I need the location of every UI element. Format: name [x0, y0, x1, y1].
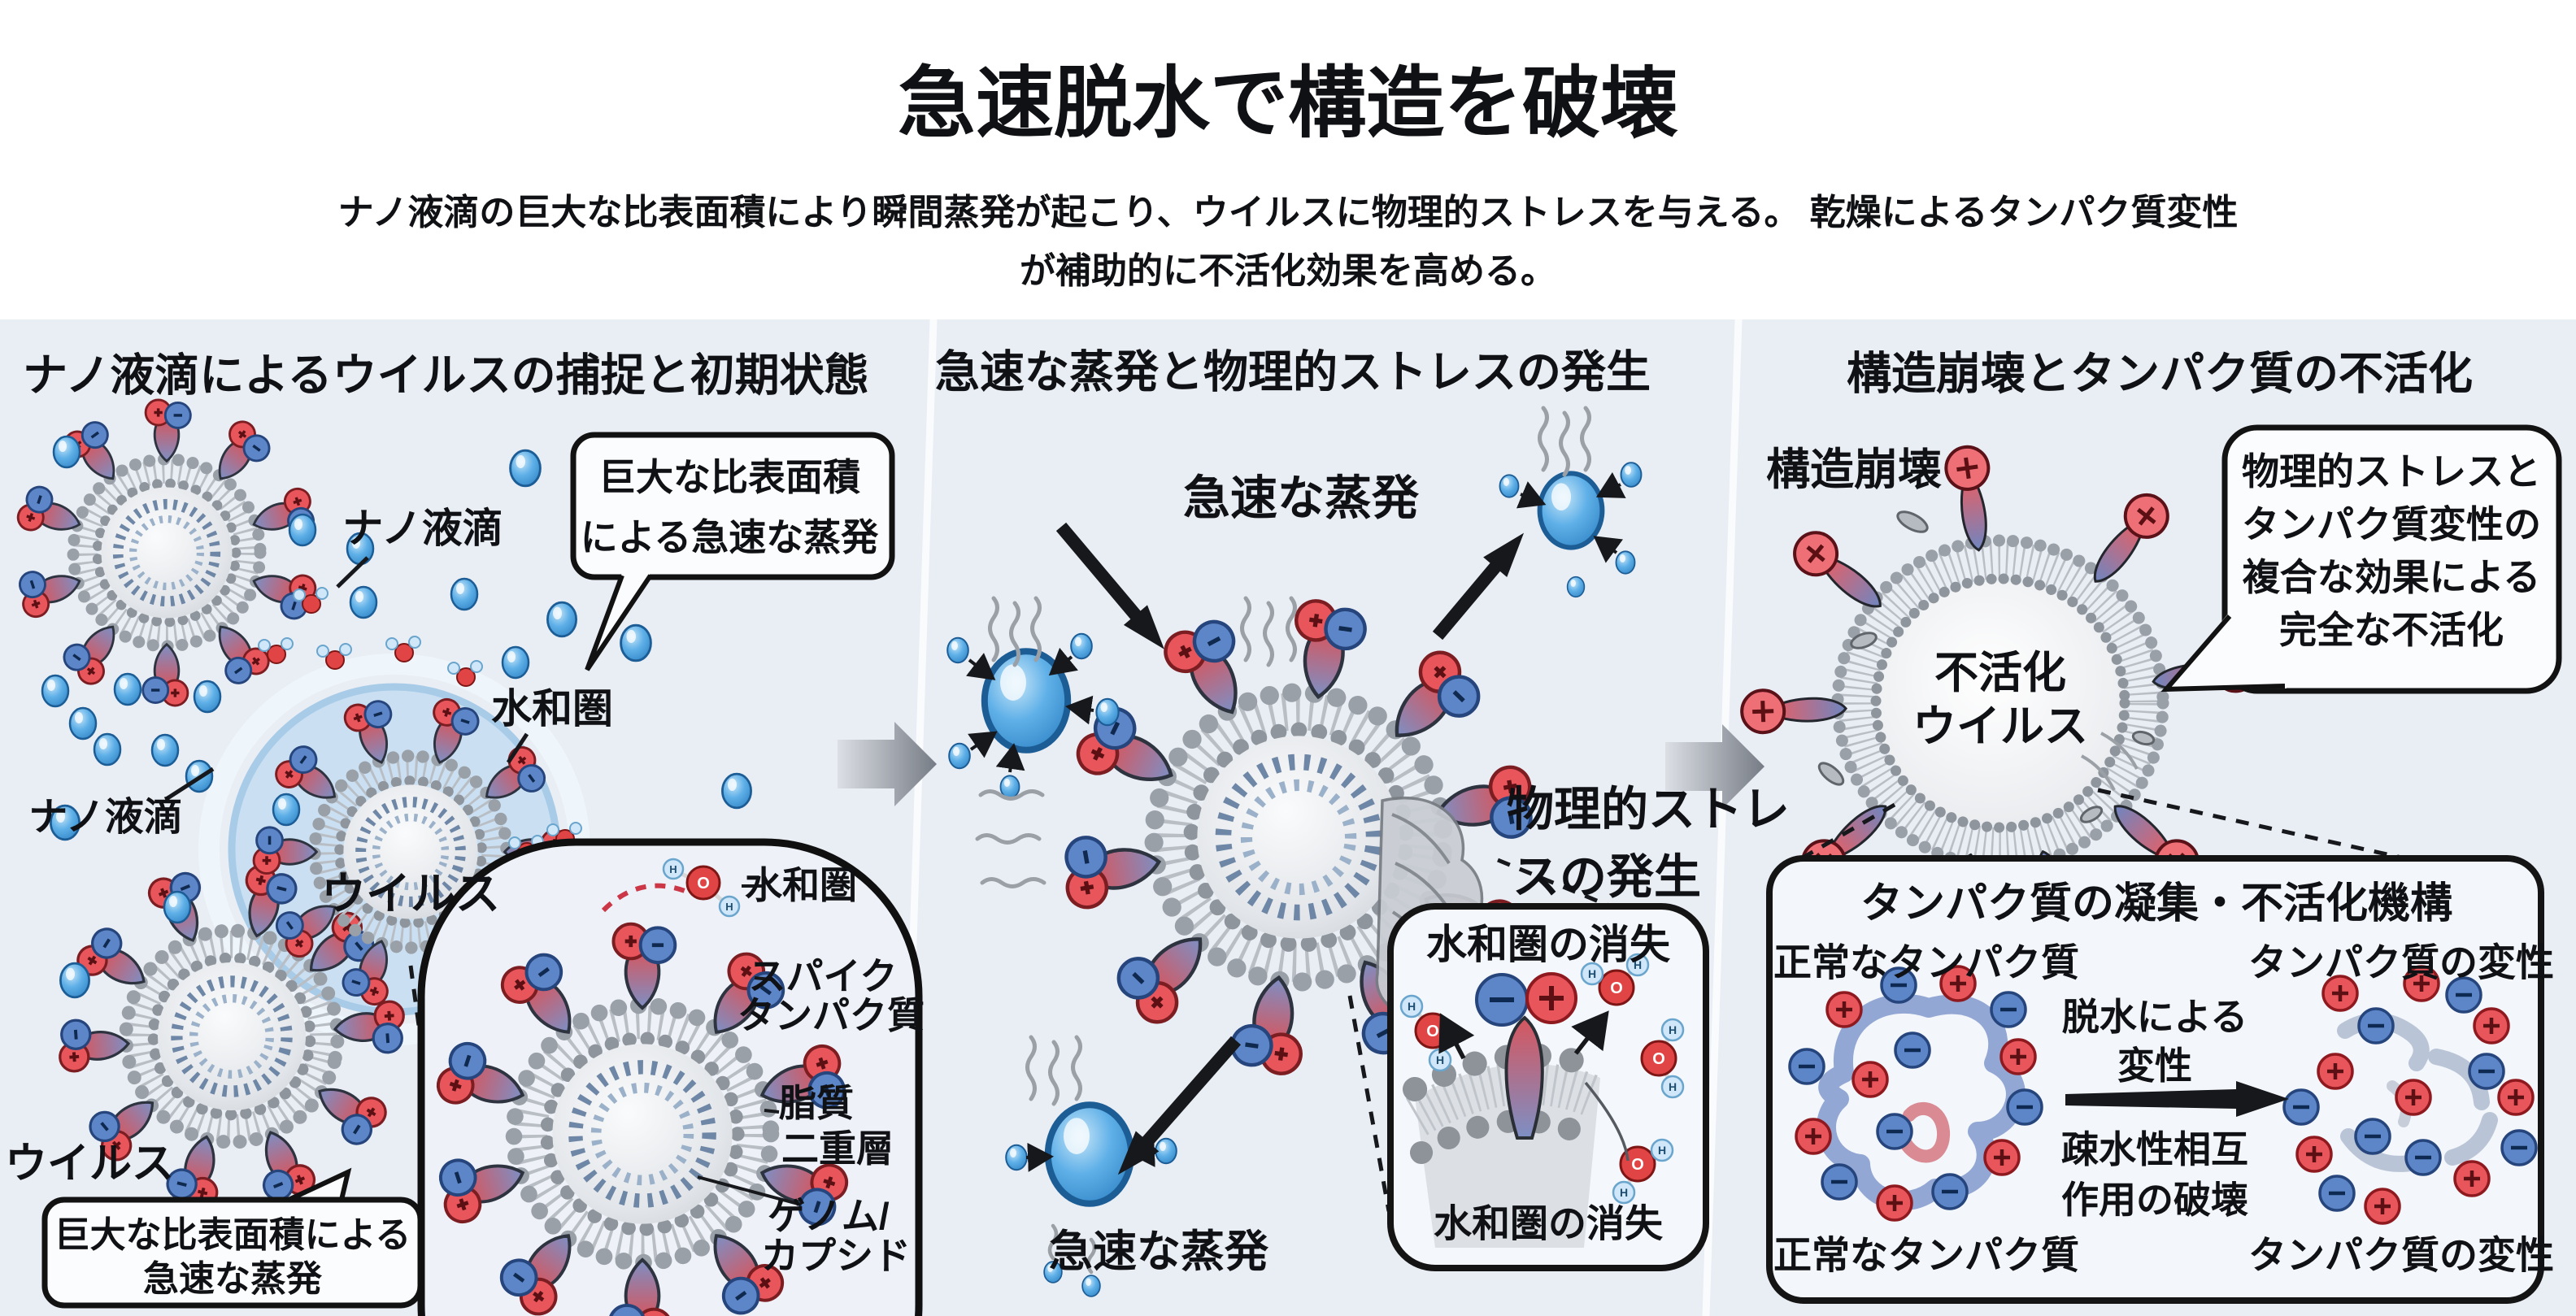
crack-marks	[2081, 732, 2139, 791]
svg-text:O: O	[1426, 1023, 1439, 1040]
normal-protein-illustration	[1790, 966, 2042, 1220]
inset-label-spike2: タンパク質	[738, 994, 925, 1037]
water-molecule-inset: O H H	[662, 858, 741, 918]
label-nano-droplet-left: ナノ液滴	[28, 796, 183, 840]
label-normal-protein-bottom: 正常なタンパク質	[1773, 1233, 2079, 1277]
callout-evaporation-bottom	[41, 1167, 424, 1309]
page-subtitle-line2: が補助的に不活化効果を高める。	[1020, 251, 1556, 292]
panel-transition-arrow-1	[838, 722, 937, 806]
svg-text:H: H	[1634, 958, 1642, 971]
callout-top-line1: 巨大な比表面積	[598, 456, 860, 499]
denatured-protein-illustration	[2284, 966, 2536, 1223]
mechanism-title: タンパク質の凝集・不活化機構	[1860, 880, 2453, 927]
label-inactivated-line2: ウイルス	[1912, 701, 2088, 751]
inset-label-genome2: カプシド	[761, 1235, 911, 1278]
evaporating-droplet-top-left	[946, 598, 1120, 799]
panel1-graphics: O H H	[14, 400, 923, 1316]
label-virus-center: ウイルス	[320, 868, 501, 919]
label-evaporation-bottom: 急速な蒸発	[1049, 1227, 1268, 1276]
panel2-title: 急速な蒸発と物理的ストレスの発生	[934, 346, 1651, 397]
panel2-graphics: O H H O H H O H H	[946, 408, 1709, 1297]
membrane-fragments	[1817, 510, 2156, 888]
magnified-inset: O H H	[421, 838, 923, 1316]
svg-text:H: H	[1588, 967, 1596, 980]
mechanism-box	[1766, 855, 2544, 1304]
label-stress-line2: スの発生	[1512, 850, 1702, 904]
oxygen-letter: O	[697, 875, 710, 893]
label-inactivated-line1: 不活化	[1934, 648, 2066, 697]
panel3-title: 構造崩壊とタンパク質の不活化	[1846, 348, 2474, 399]
label-hydrophobic-line1: 疎水性相互	[2061, 1128, 2248, 1171]
inset2-caption: 水和圏の消失	[1434, 1201, 1663, 1245]
hydrogen-letter: H	[725, 901, 733, 913]
callout3-line4: 完全な不活化	[2279, 609, 2504, 652]
denaturation-arrow	[2065, 1081, 2289, 1117]
svg-text:H: H	[1408, 1000, 1416, 1013]
callout-evaporation-top	[570, 432, 895, 671]
label-denatured-protein-top: タンパク質の変性	[2248, 940, 2554, 984]
svg-text:H: H	[1669, 1023, 1677, 1036]
inset-label-hydration: 水和圏	[745, 864, 857, 907]
svg-text:O: O	[1652, 1050, 1665, 1068]
inset2-title: 水和圏の消失	[1426, 922, 1670, 967]
callout3-line3: 複合な効果による	[2242, 556, 2541, 599]
inset-leader-lines	[697, 884, 802, 1206]
svg-text:O: O	[1610, 979, 1623, 997]
svg-text:O: O	[1631, 1156, 1644, 1174]
label-hydrophobic-line2: 作用の破壊	[2061, 1179, 2248, 1222]
panel-transition-arrow-2	[1665, 724, 1764, 809]
label-evaporation-top: 急速な蒸発	[1182, 471, 1420, 525]
callout3-line1: 物理的ストレスと	[2242, 450, 2541, 493]
magnifier-connectors-2	[1347, 858, 1617, 1212]
callout-bottom-line2: 急速な蒸発	[143, 1259, 322, 1300]
leader-lines	[166, 556, 529, 801]
label-dehydration-line2: 変性	[2117, 1045, 2192, 1088]
stress-arrows	[1055, 522, 1525, 1175]
inset-label-genome1: ゲノム/	[768, 1195, 890, 1238]
label-stress-line1: 物理的ストレ	[1507, 783, 1791, 836]
callout-top-line2: による急速な蒸発	[580, 516, 879, 559]
page-subtitle-line1: ナノ液滴の巨大な比表面積により瞬間蒸発が起こり、ウイルスに物理的ストレスを与える…	[337, 193, 2239, 233]
label-denatured-protein-bottom: タンパク質の変性	[2248, 1233, 2554, 1277]
inset-label-lipid2: 二重層	[781, 1127, 894, 1171]
hydrogen-letter: H	[669, 863, 677, 875]
virus-inactivated	[1741, 442, 2261, 963]
callout3-line2: タンパク質変性の	[2242, 503, 2541, 546]
panel1-title: ナノ液滴によるウイルスの捕捉と初期状態	[23, 350, 869, 401]
escaping-water: O H H O H H O H H	[1399, 953, 1685, 1205]
panel3-graphics	[1741, 424, 2562, 1304]
evaporating-droplet-top-right	[1499, 408, 1643, 598]
svg-text:H: H	[1658, 1144, 1666, 1157]
inset-label-lipid1: 脂質	[779, 1082, 854, 1125]
label-collapse: 構造崩壊	[1766, 445, 1942, 494]
label-normal-protein-top: 正常なタンパク質	[1773, 940, 2079, 984]
label-hydration-shell: 水和圏	[491, 686, 613, 732]
inset-label-spike1: スパイク	[748, 955, 898, 998]
label-dehydration-line1: 脱水による	[2061, 996, 2248, 1039]
svg-text:H: H	[1669, 1080, 1677, 1093]
hydration-loss-inset: O H H O H H O H H	[1387, 903, 1709, 1271]
label-virus-bottom: ウイルス	[4, 1140, 175, 1188]
water-escape-arrows	[1438, 1010, 1609, 1060]
callout-complete-inactivation	[2160, 424, 2562, 694]
svg-text:H: H	[1436, 1053, 1444, 1066]
svg-text:H: H	[1620, 1186, 1628, 1199]
hydration-remnant-arc	[601, 883, 694, 913]
callout-bottom-line1: 巨大な比表面積による	[54, 1215, 411, 1256]
label-nano-droplet-top: ナノ液滴	[342, 506, 503, 551]
page-title: 急速脱水で構造を破壊	[898, 60, 1678, 148]
magnifier-connectors-3	[1791, 788, 2428, 866]
